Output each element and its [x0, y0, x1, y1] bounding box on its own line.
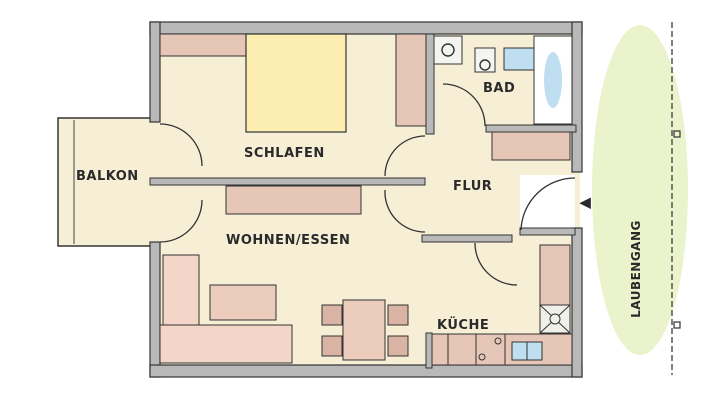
room-label-wohnen-essen: WOHNEN/ESSEN — [226, 233, 351, 248]
column-marker — [673, 321, 681, 329]
wall-bad-west — [425, 33, 435, 135]
wardrobe — [159, 33, 249, 57]
entrance-arrow-icon: ▲ — [575, 196, 594, 210]
wall-kueche-north — [421, 234, 513, 243]
wall-north — [149, 21, 583, 35]
washing-machine — [503, 47, 535, 71]
entrance-door-swing — [520, 177, 576, 231]
door-swing — [384, 189, 426, 233]
door-swing — [474, 242, 518, 286]
bathtub-water — [544, 52, 562, 108]
hall-closet — [491, 131, 571, 161]
chair — [321, 304, 343, 326]
room-label-balkon: BALKON — [76, 169, 139, 184]
wall-bad-south — [485, 124, 577, 133]
stove-burner-icon — [478, 353, 486, 361]
room-label-flur: FLUR — [453, 179, 493, 194]
column-marker — [673, 130, 681, 138]
wall-south — [149, 364, 583, 378]
door-swing — [384, 135, 426, 177]
washbasin — [433, 35, 463, 65]
wall-west-lower — [149, 241, 161, 378]
laubengang-area — [592, 25, 688, 355]
dining-table — [342, 299, 386, 361]
wall-west-upper — [149, 21, 161, 123]
stove-burner-icon — [494, 337, 502, 345]
sofa — [159, 324, 293, 364]
toilet-icon — [479, 59, 491, 71]
fridge — [539, 244, 571, 306]
room-label-schlafen: SCHLAFEN — [244, 146, 325, 161]
door-swing — [442, 83, 486, 127]
entrance-alcove — [520, 175, 575, 228]
chair — [387, 304, 409, 326]
bed — [245, 33, 347, 133]
sideboard — [225, 185, 362, 215]
wall-schlafen-wohnen — [149, 177, 426, 186]
chair — [387, 335, 409, 357]
wall-east-lower — [571, 227, 583, 378]
dresser — [395, 33, 427, 127]
washbasin-icon — [441, 43, 455, 57]
sofa-side — [162, 254, 200, 326]
chair — [321, 335, 343, 357]
coffee-table — [209, 284, 277, 321]
wall-kueche-stub — [425, 332, 433, 369]
room-label-bad: BAD — [483, 81, 516, 96]
wall-entrance-south — [519, 227, 576, 236]
kitchen-counter — [431, 333, 573, 366]
door-swing — [159, 123, 203, 167]
door-swing — [159, 199, 203, 243]
room-label-kueche: KÜCHE — [437, 318, 490, 333]
wall-east-upper — [571, 21, 583, 173]
bathtub — [533, 35, 573, 125]
area-label-laubengang: LAUBENGANG — [628, 220, 643, 318]
